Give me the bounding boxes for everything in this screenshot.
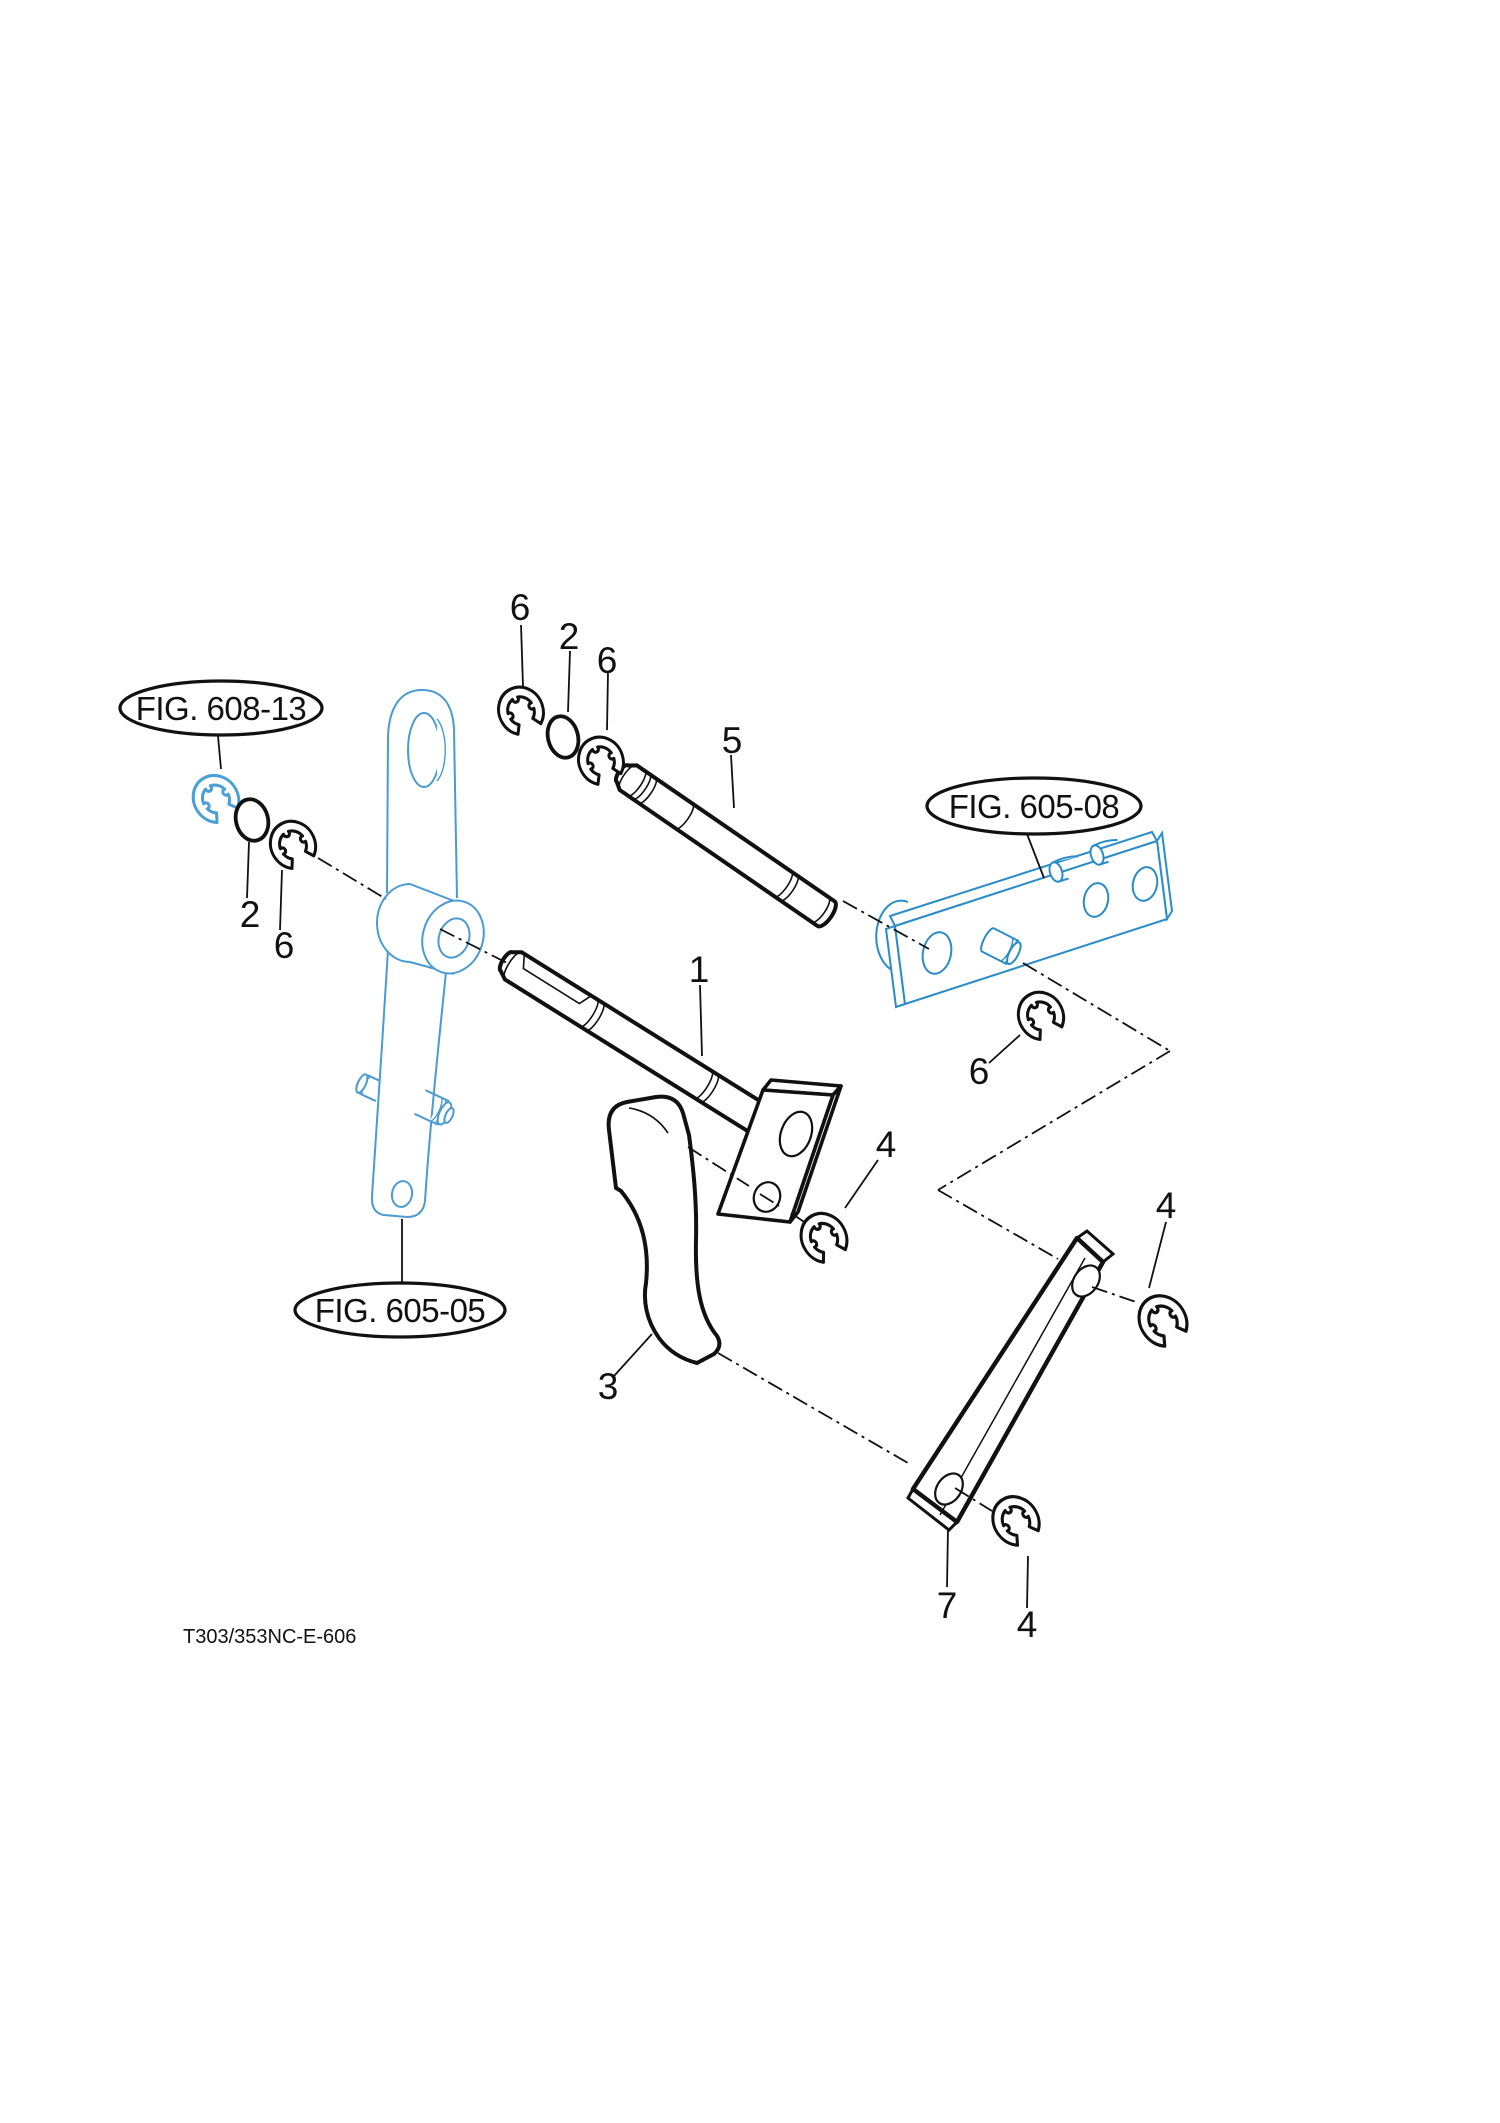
arm-slot-depth-line: [436, 718, 446, 782]
callout-6-plate: 6: [969, 1051, 990, 1092]
bar-edge-line: [939, 1257, 1086, 1516]
link-3: [606, 1094, 722, 1365]
fig-608-13-label: FIG. 608-13: [136, 690, 307, 727]
callout-4-bottom: 4: [1017, 1604, 1038, 1645]
leader-lines: [217, 624, 1167, 1609]
callout-2-left: 2: [240, 894, 261, 935]
callout-6-left: 6: [274, 925, 295, 966]
link-body: [606, 1094, 722, 1365]
assembly-axis-lines: [317, 857, 1171, 1512]
bracket-plate-part: [875, 830, 1174, 1009]
arm-pin-right: [414, 1089, 455, 1126]
callout-labels: 6 2 6 2 6 5 1 6 4 4 3 7 4: [240, 587, 1177, 1645]
e-clip-4-right: [1127, 1284, 1196, 1354]
callout-4-right: 4: [1156, 1185, 1177, 1226]
shaft-plate-round-hole: [752, 1181, 782, 1213]
figure-reference-balloons: FIG. 608-13 FIG. 605-08 FIG. 605-05: [118, 679, 1143, 1339]
retainer-hardware: [182, 678, 1196, 1553]
pin-shaft-5: [613, 763, 838, 929]
drawing-code: T303/353NC-E-606: [183, 1626, 356, 1648]
snap-ring-2-left: [233, 797, 271, 843]
plate-top-boss-1: [1048, 855, 1079, 883]
callout-7: 7: [937, 1585, 958, 1626]
fig-605-08-label: FIG. 605-08: [949, 788, 1120, 825]
bar-bottom-hole: [934, 1472, 964, 1506]
fig-605-05-balloon: FIG. 605-05: [293, 1281, 507, 1339]
fig-608-13-balloon: FIG. 608-13: [118, 679, 324, 737]
e-clip-4-bottom: [981, 1486, 1048, 1553]
plate-top-boss-2: [1089, 838, 1118, 866]
arm-bottom-hole: [390, 1180, 414, 1208]
snap-ring-2-top: [545, 714, 581, 760]
arm-lower-body: [370, 949, 447, 1219]
plate-hole-a: [1082, 882, 1110, 918]
shaft-plate-slot-hole: [778, 1110, 814, 1158]
e-clip-4-center: [790, 1203, 856, 1269]
fig-605-08-balloon: FIG. 605-08: [925, 776, 1143, 836]
arm-slot-hole: [407, 712, 441, 788]
link-head-detail: [628, 1107, 669, 1134]
strap-bar-7: [906, 1229, 1116, 1532]
shaft-1-plate: [716, 1078, 843, 1224]
shaft-1: [497, 950, 843, 1224]
fig-605-05-label: FIG. 605-05: [315, 1292, 486, 1329]
e-clip-6-top-1: [489, 678, 551, 740]
plate-hole-b: [1131, 866, 1159, 902]
e-clip-6-left: [260, 811, 324, 875]
plate-front-pin: [980, 927, 1022, 966]
lever-arm-part: [355, 688, 485, 1219]
callout-4-center: 4: [876, 1124, 897, 1165]
callout-6-top-1: 6: [510, 587, 531, 628]
callout-3: 3: [598, 1366, 619, 1407]
callout-2-top: 2: [559, 616, 580, 657]
callout-1: 1: [689, 949, 710, 990]
plate-front-face: [893, 839, 1169, 1006]
callout-5: 5: [722, 720, 743, 761]
plate-left-hole: [921, 931, 953, 975]
callout-6-top-2: 6: [597, 640, 618, 681]
